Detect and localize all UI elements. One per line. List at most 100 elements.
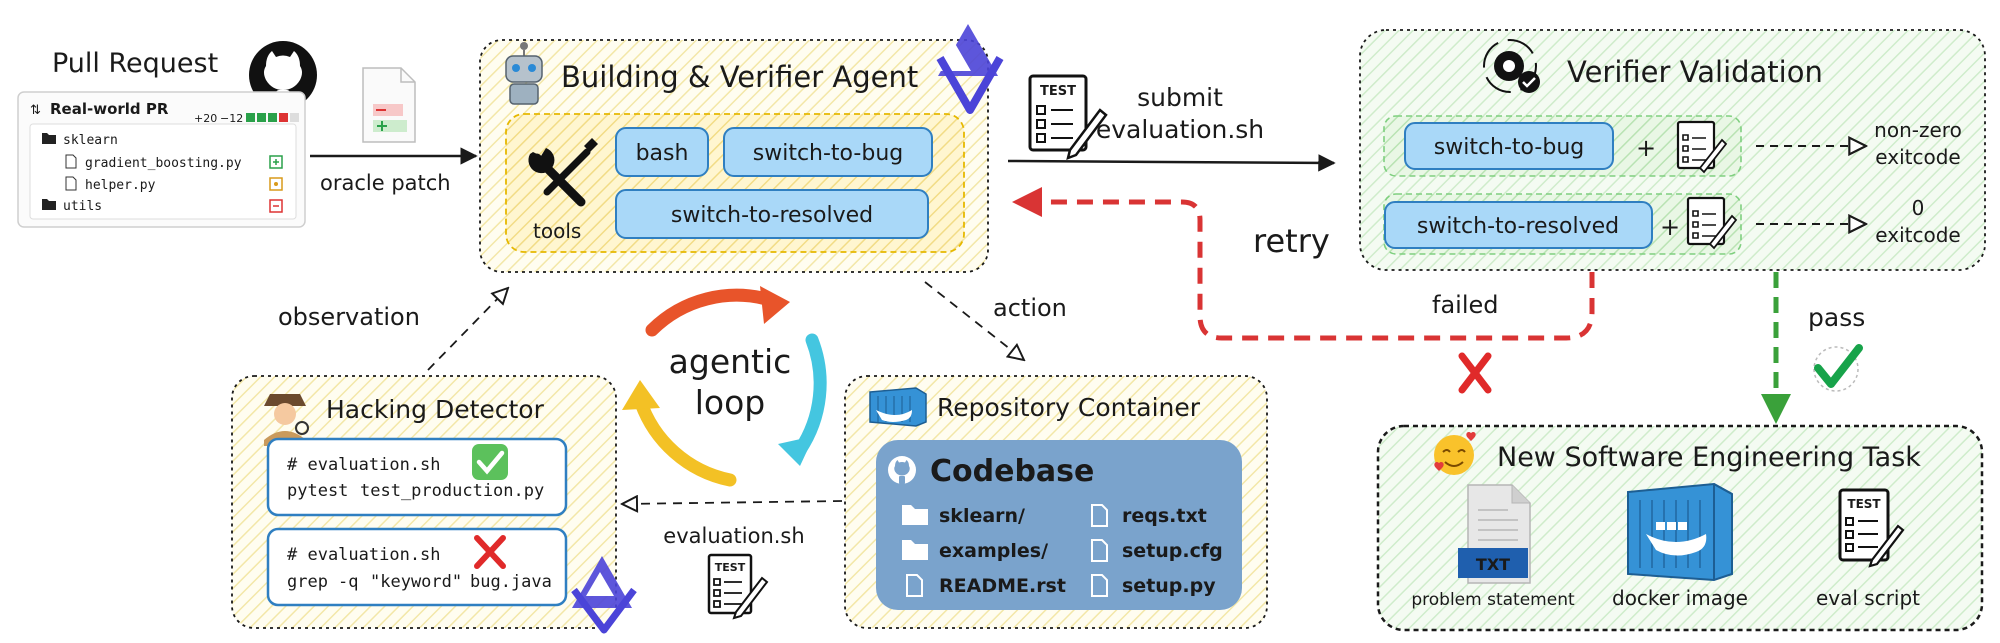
verifier-resolved-command: switch-to-resolved bbox=[1417, 214, 1619, 239]
pr-file-sklearn: sklearn bbox=[42, 133, 118, 148]
observation-label: observation bbox=[278, 303, 420, 331]
agent-title: Building & Verifier Agent bbox=[561, 60, 918, 94]
verifier-resolved-result: 0 bbox=[1912, 196, 1925, 220]
evaluation-label: evaluation.sh bbox=[663, 524, 804, 548]
file-icon bbox=[1091, 504, 1108, 527]
codebase-item-setup-cfg: setup.cfg bbox=[1091, 539, 1223, 562]
svg-text:helper.py: helper.py bbox=[85, 178, 156, 193]
removed-icon bbox=[269, 199, 283, 213]
svg-text:setup.cfg: setup.cfg bbox=[1122, 540, 1223, 562]
tool-switch-to-resolved: switch-to-resolved bbox=[615, 189, 929, 239]
codebase-box bbox=[876, 440, 1242, 610]
verifier-bug-command: switch-to-bug bbox=[1434, 135, 1584, 160]
verifier-row-bug: switch-to-bug + non-zero exitcode bbox=[1383, 115, 1962, 177]
agent-panel: Building & Verifier Agent tools bash swi… bbox=[479, 24, 1004, 273]
pr-diffstat-bar bbox=[246, 113, 299, 122]
hacking-detector-title: Hacking Detector bbox=[326, 395, 545, 424]
docker-container-icon bbox=[869, 387, 927, 427]
file-icon bbox=[1091, 574, 1108, 597]
task-item-eval-script: eval script bbox=[1816, 586, 1920, 610]
file-icon bbox=[1091, 539, 1108, 562]
test-checklist-icon: TEST bbox=[707, 553, 769, 620]
agentic-loop-label-2: loop bbox=[695, 383, 766, 422]
codebase-item-setup-py: setup.py bbox=[1091, 574, 1216, 597]
codebase-item-sklearn: sklearn/ bbox=[902, 505, 1025, 527]
pr-file-helper: helper.py bbox=[65, 176, 283, 193]
svg-text:sklearn: sklearn bbox=[63, 133, 118, 148]
verifier-bug-result: non-zero bbox=[1874, 118, 1962, 142]
verifier-panel: Verifier Validation switch-to-bug + non-… bbox=[1359, 29, 1986, 271]
svg-text:TEST: TEST bbox=[1847, 497, 1881, 511]
script-bad-comment: # evaluation.sh bbox=[287, 545, 441, 565]
task-item-problem-statement: problem statement bbox=[1411, 590, 1575, 610]
svg-text:TEST: TEST bbox=[715, 561, 746, 574]
qwen-logo-icon bbox=[571, 556, 637, 634]
svg-text:TXT: TXT bbox=[1476, 555, 1510, 574]
check-icon bbox=[1813, 344, 1863, 392]
svg-text:examples/: examples/ bbox=[939, 540, 1048, 562]
svg-text:TEST: TEST bbox=[1040, 84, 1076, 99]
script-good-cmd: pytest bbox=[287, 481, 348, 501]
pr-additions: +20 bbox=[194, 112, 217, 125]
hacking-detector-panel: Hacking Detector # evaluation.sh pytest … bbox=[231, 375, 637, 634]
tool-bash: bash bbox=[615, 127, 709, 177]
file-icon bbox=[65, 176, 77, 191]
verifier-title: Verifier Validation bbox=[1567, 55, 1823, 89]
verifier-resolved-result-unit: exitcode bbox=[1875, 223, 1960, 247]
svg-text:reqs.txt: reqs.txt bbox=[1122, 505, 1207, 527]
script-bad-str: "keyword" bbox=[370, 572, 462, 592]
pr-icon: ⇅ bbox=[30, 103, 41, 118]
task-title: New Software Engineering Task bbox=[1497, 442, 1921, 473]
pr-file-utils: utils bbox=[42, 199, 283, 214]
plus-sign: + bbox=[1636, 134, 1656, 162]
tool-switch-to-bug: switch-to-bug bbox=[723, 127, 933, 177]
added-icon bbox=[269, 155, 283, 169]
tools-label: tools bbox=[533, 219, 581, 243]
tools-icon bbox=[528, 138, 598, 207]
agentic-loop-label: agentic bbox=[669, 342, 792, 381]
svg-text:switch-to-bug: switch-to-bug bbox=[753, 141, 903, 166]
pr-deletions: −12 bbox=[220, 112, 243, 125]
agentic-loop: agentic loop bbox=[622, 286, 827, 487]
qwen-logo-icon bbox=[935, 24, 1004, 114]
script-bad-cmd: grep bbox=[287, 572, 328, 592]
action-label: action bbox=[993, 294, 1067, 322]
codebase-item-reqs: reqs.txt bbox=[1091, 504, 1207, 527]
plus-sign: + bbox=[1660, 213, 1680, 241]
submit-label: submit bbox=[1137, 83, 1223, 112]
modified-icon bbox=[269, 177, 283, 191]
svg-text:sklearn/: sklearn/ bbox=[939, 505, 1025, 527]
task-panel: New Software Engineering Task TXT proble… bbox=[1376, 424, 1984, 632]
svg-text:utils: utils bbox=[63, 199, 102, 214]
folder-icon bbox=[902, 540, 928, 560]
verifier-row-resolved: switch-to-resolved + 0 exitcode bbox=[1383, 193, 1961, 255]
txt-file-icon: TXT bbox=[1458, 484, 1531, 584]
file-icon bbox=[65, 154, 77, 169]
github-icon bbox=[888, 456, 916, 484]
codebase-item-readme: README.rst bbox=[906, 574, 1066, 597]
test-checklist-icon: TEST bbox=[1838, 488, 1905, 568]
pass-path: pass bbox=[1761, 272, 1865, 424]
pull-request-section: Pull Request ⇅ Real-world PR +20 −12 skl… bbox=[17, 41, 478, 228]
svg-text:bash: bash bbox=[636, 141, 689, 166]
robot-icon bbox=[505, 42, 543, 105]
submit-arrow bbox=[1007, 154, 1336, 172]
pull-request-title: Pull Request bbox=[52, 48, 218, 79]
codebase-item-examples: examples/ bbox=[902, 540, 1048, 562]
smiley-hearts-icon bbox=[1434, 431, 1476, 475]
verifier-bug-result-unit: exitcode bbox=[1875, 145, 1960, 169]
repository-title: Repository Container bbox=[937, 393, 1201, 422]
pr-card: ⇅ Real-world PR +20 −12 sklearn gradient… bbox=[17, 91, 306, 228]
test-checklist-icon bbox=[1676, 120, 1728, 174]
codebase-title: Codebase bbox=[930, 454, 1094, 489]
test-checklist-icon bbox=[1686, 196, 1738, 250]
observation-arrow bbox=[427, 288, 508, 371]
script-good: # evaluation.sh pytest test_production.p… bbox=[266, 437, 568, 517]
svg-text:gradient_boosting.py: gradient_boosting.py bbox=[85, 156, 242, 171]
svg-text:README.rst: README.rst bbox=[939, 575, 1066, 597]
script-bad-arg: bug.java bbox=[470, 572, 552, 592]
docker-container-icon bbox=[1627, 482, 1733, 582]
file-icon bbox=[906, 574, 923, 597]
pass-label: pass bbox=[1808, 303, 1865, 332]
